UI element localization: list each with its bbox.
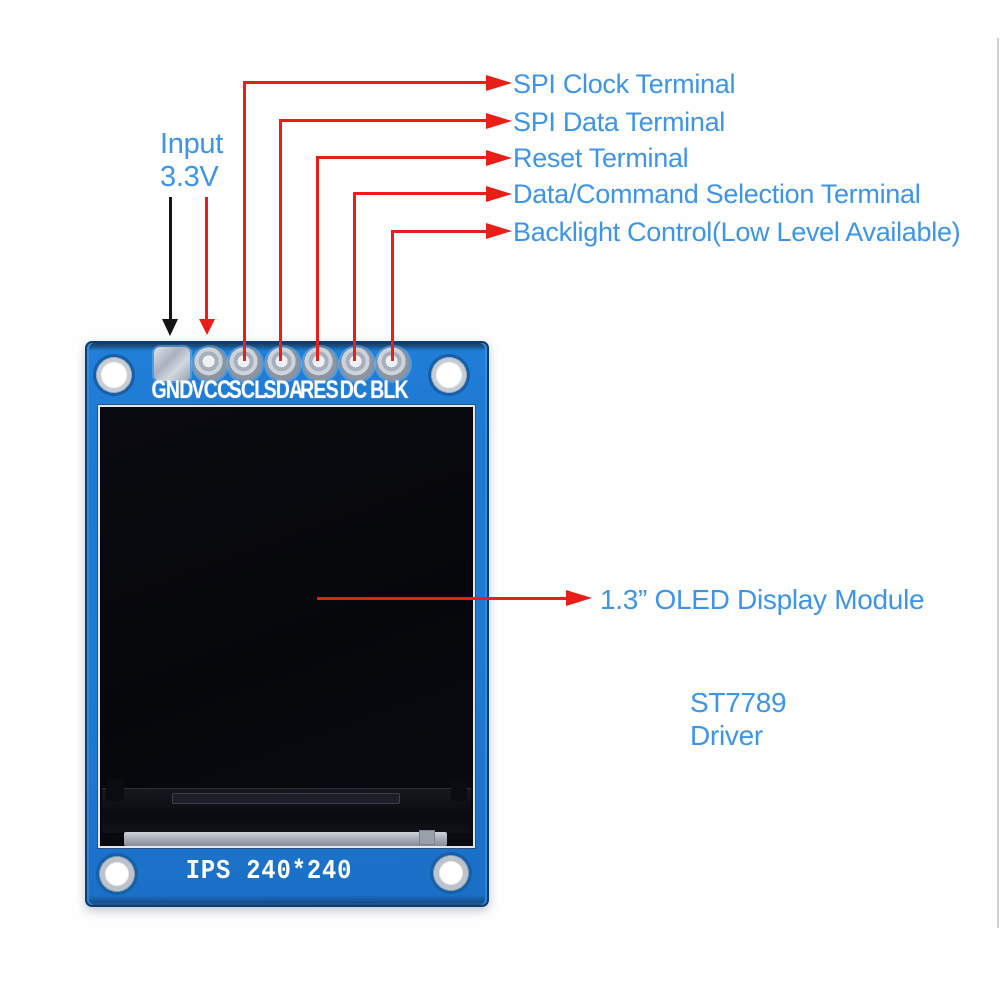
silkscreen-res: RES <box>300 376 339 404</box>
callout-backlight: Backlight Control(Low Level Available) <box>513 217 961 247</box>
lcd-screen <box>98 405 475 848</box>
display-module-board: GND VCC SCL SDA RES DC BLK IPS 240*240 <box>85 341 489 907</box>
display-callout-label: 1.3” OLED Display Module <box>600 584 925 615</box>
sda-callout-line <box>279 119 488 361</box>
silkscreen-dc: DC <box>339 376 367 404</box>
scl-callout-arrowhead <box>486 75 512 91</box>
scl-callout-line <box>243 81 488 361</box>
pin-pad-res <box>303 347 337 381</box>
flex-connector-slot <box>172 793 400 804</box>
callout-spi-clock: SPI Clock Terminal <box>513 69 736 99</box>
dc-callout-line <box>353 192 488 361</box>
res-callout-line <box>316 156 488 361</box>
board-silkscreen-resolution: IPS 240*240 <box>185 857 353 887</box>
flex-connector <box>102 779 471 833</box>
flex-tab-left <box>106 779 124 801</box>
mounting-hole-bottom-left <box>95 852 139 896</box>
silkscreen-sda: SDA <box>263 376 304 404</box>
display-callout-line <box>317 597 569 600</box>
pin-pad-dc <box>340 347 374 381</box>
power-input-label: Input 3.3V <box>160 128 223 194</box>
power-input-line2: 3.3V <box>160 161 219 193</box>
flex-tab-right <box>451 779 467 801</box>
blk-callout-line <box>391 230 488 361</box>
blk-callout-arrowhead <box>486 223 512 239</box>
sda-callout-arrowhead <box>486 113 512 129</box>
vcc-arrow-line <box>205 197 208 321</box>
silkscreen-blk: BLK <box>370 376 409 404</box>
dc-callout-arrowhead <box>486 186 512 202</box>
driver-label: ST7789 Driver <box>690 686 787 752</box>
silkscreen-scl: SCL <box>228 376 266 404</box>
gnd-arrow-line <box>169 197 172 321</box>
pin-pad-gnd <box>154 347 190 381</box>
mounting-hole-top-left <box>92 353 136 397</box>
driver-label-line1: ST7789 <box>690 687 787 718</box>
mounting-hole-top-right <box>427 353 471 397</box>
res-callout-arrowhead <box>486 150 512 166</box>
mounting-hole-bottom-right <box>429 851 473 895</box>
power-input-line1: Input <box>160 128 223 160</box>
callout-reset: Reset Terminal <box>513 143 689 173</box>
pin-pad-vcc <box>193 347 227 381</box>
silkscreen-vcc: VCC <box>191 376 232 404</box>
vcc-arrow-head <box>199 319 215 335</box>
connector-metal-notch <box>419 830 435 845</box>
connector-metal-edge <box>124 832 447 846</box>
display-callout-arrowhead <box>566 590 592 606</box>
pin-pad-sda <box>266 347 300 381</box>
driver-label-line2: Driver <box>690 720 763 751</box>
callout-spi-data: SPI Data Terminal <box>513 107 725 137</box>
gnd-arrow-head <box>162 319 178 336</box>
silkscreen-gnd: GND <box>151 376 194 404</box>
callout-data-command: Data/Command Selection Terminal <box>513 179 921 209</box>
image-edge-line <box>997 38 999 928</box>
board-bottom-shadow <box>89 895 485 905</box>
